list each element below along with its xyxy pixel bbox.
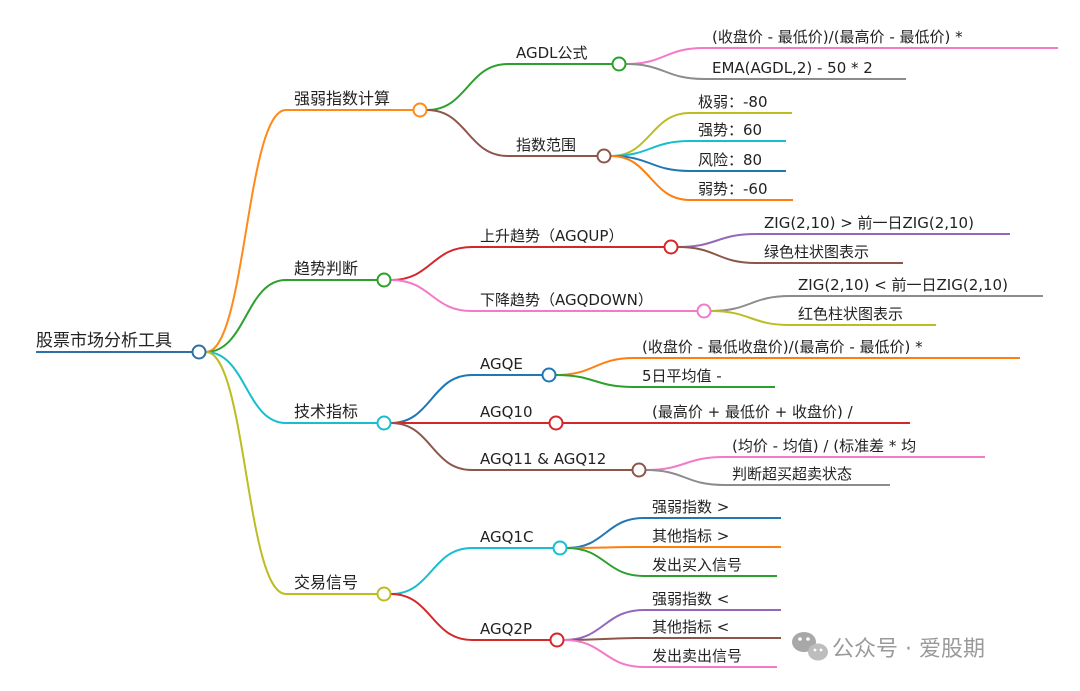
branch-4-child-1-agq1c-leaf-1-label: 强弱指数 >	[652, 498, 729, 516]
branch-3-child-1-agqe-label: AGQE	[480, 355, 523, 373]
branch-2-child-1-agqup-leaf-2-link	[677, 246, 757, 264]
branch-4-link	[205, 351, 287, 595]
branch-3-child-2-agq10-leaf-1-label: (最高价 + 最低价 + 收盘价) /	[652, 403, 854, 421]
branch-2-child-2-agqdown-link	[390, 279, 473, 312]
branch-2-link	[205, 279, 287, 353]
branch-4-child-1-agq1c-leaf-3-label: 发出买入信号	[652, 556, 742, 574]
branch-4-child-1-agq1c-label: AGQ1C	[480, 528, 533, 546]
branch-2-child-1-agqup-leaf-1-link	[677, 233, 757, 248]
branch-2-child-2-agqdown-toggle[interactable]	[696, 303, 712, 319]
branch-2-child-2-agqdown-leaf-2-link	[710, 310, 791, 326]
branch-1-link	[205, 109, 287, 353]
branch-3-link	[205, 351, 287, 424]
branch-2-child-2-agqdown-leaf-1-link	[710, 295, 791, 312]
branch-2-child-1-agqup-leaf-2-label: 绿色柱状图表示	[764, 243, 869, 261]
branch-4-child-2-agq2p-leaf-3-label: 发出卖出信号	[652, 647, 742, 665]
branch-2-child-1-agqup-leaf-1-label: ZIG(2,10) > 前一日ZIG(2,10)	[764, 214, 974, 232]
branch-3-child-1-agqe-leaf-2-label: 5日平均值 -	[642, 367, 722, 385]
branch-2-child-1-agqup-link	[390, 246, 473, 281]
branch-3-child-3-agq11-agq12-leaf-2-link	[645, 469, 725, 486]
branch-4-child-2-agq2p-link	[390, 593, 473, 641]
wechat-icon	[792, 632, 828, 661]
branch-3-child-2-agq10-label: AGQ10	[480, 403, 533, 421]
branch-4-child-2-agq2p-label: AGQ2P	[480, 620, 532, 638]
branch-2-child-2-agqdown-leaf-2-label: 红色柱状图表示	[798, 305, 903, 323]
branch-4-child-1-agq1c-toggle[interactable]	[552, 540, 568, 556]
branch-1-child-2-item-leaf-1-label: 极弱：-80	[698, 93, 768, 111]
branch-1-child-1-agdl-leaf-1-link	[625, 47, 705, 65]
branch-1-child-2-item-link	[426, 109, 509, 157]
branch-2-child-1-agqup-label: 上升趋势（AGQUP）	[480, 227, 623, 245]
branch-3-child-3-agq11-agq12-toggle[interactable]	[631, 462, 647, 478]
branch-1-child-1-agdl-toggle[interactable]	[611, 56, 627, 72]
branch-1-child-1-agdl-label: AGDL公式	[516, 44, 588, 62]
watermark: 公众号 · 爱股期	[792, 632, 985, 662]
branch-4-child-1-agq1c-leaf-1-link	[566, 517, 645, 549]
branch-3-label: 技术指标	[294, 402, 358, 421]
branch-1-child-2-item-leaf-2-label: 强势：60	[698, 121, 762, 139]
branch-3-child-1-agqe-leaf-2-link	[555, 374, 635, 388]
branch-1-child-2-item-label: 指数范围	[516, 136, 576, 154]
branch-1-child-1-agdl-leaf-1-label: (收盘价 - 最低价)/(最高价 - 最低价) *	[712, 28, 963, 46]
branch-1-child-2-item-leaf-1-link	[610, 112, 691, 157]
branch-3-toggle[interactable]	[376, 415, 392, 431]
branch-4-child-1-agq1c-leaf-2-label: 其他指标 >	[652, 527, 729, 545]
branch-3-child-3-agq11-agq12-link	[390, 422, 473, 471]
branch-4-child-2-agq2p-leaf-1-link	[563, 609, 645, 641]
branch-4-label: 交易信号	[294, 573, 358, 592]
branch-1-label: 强弱指数计算	[294, 89, 390, 108]
branch-3-child-2-agq10-toggle[interactable]	[548, 415, 564, 431]
branch-4-toggle[interactable]	[376, 586, 392, 602]
branch-4-child-2-agq2p-toggle[interactable]	[549, 632, 565, 648]
branch-4-child-2-agq2p-leaf-2-label: 其他指标 <	[652, 618, 729, 636]
branch-4-child-1-agq1c-link	[390, 547, 473, 595]
branch-4-child-2-agq2p-leaf-3-link	[563, 639, 645, 668]
branch-1-child-2-item-leaf-4-label: 弱势：-60	[698, 180, 768, 198]
branch-2-label: 趋势判断	[294, 259, 358, 278]
branch-2-toggle[interactable]	[376, 272, 392, 288]
branch-2-child-2-agqdown-leaf-1-label: ZIG(2,10) < 前一日ZIG(2,10)	[798, 276, 1008, 294]
branch-3-child-3-agq11-agq12-leaf-1-link	[645, 456, 725, 471]
branch-1-child-2-item-leaf-3-label: 风险：80	[698, 151, 762, 169]
branch-3-child-1-agqe-toggle[interactable]	[541, 367, 557, 383]
branch-4-child-1-agq1c-leaf-3-link	[566, 547, 645, 577]
branch-1-child-2-item-leaf-4-link	[610, 155, 691, 201]
branch-3-child-1-agqe-link	[390, 374, 473, 424]
branch-2-child-1-agqup-toggle[interactable]	[663, 239, 679, 255]
branch-3-child-1-agqe-leaf-1-link	[555, 357, 635, 376]
branch-3-child-3-agq11-agq12-label: AGQ11 & AGQ12	[480, 450, 606, 468]
branch-3-child-3-agq11-agq12-leaf-2-label: 判断超买超卖状态	[732, 465, 852, 483]
branch-1-child-1-agdl-leaf-2-label: EMA(AGDL,2) - 50 * 2	[712, 59, 873, 77]
branch-1-child-1-agdl-link	[426, 63, 509, 111]
branch-3-child-3-agq11-agq12-leaf-1-label: (均价 - 均值) / (标准差 * 均	[732, 437, 916, 455]
root-node-toggle[interactable]	[191, 344, 207, 360]
watermark-text: 公众号 · 爱股期	[832, 637, 985, 662]
branch-1-child-1-agdl-leaf-2-link	[625, 63, 705, 80]
branch-3-child-1-agqe-leaf-1-label: (收盘价 - 最低收盘价)/(最高价 - 最低价) *	[642, 338, 923, 356]
branch-4-child-2-agq2p-leaf-1-label: 强弱指数 <	[652, 590, 729, 608]
branch-1-toggle[interactable]	[412, 102, 428, 118]
branch-1-child-2-item-toggle[interactable]	[596, 148, 612, 164]
branch-2-child-2-agqdown-label: 下降趋势（AGQDOWN）	[480, 291, 653, 309]
branch-4-child-1-agq1c-leaf-2-link	[566, 546, 645, 549]
root-node-label: 股票市场分析工具	[36, 331, 172, 351]
